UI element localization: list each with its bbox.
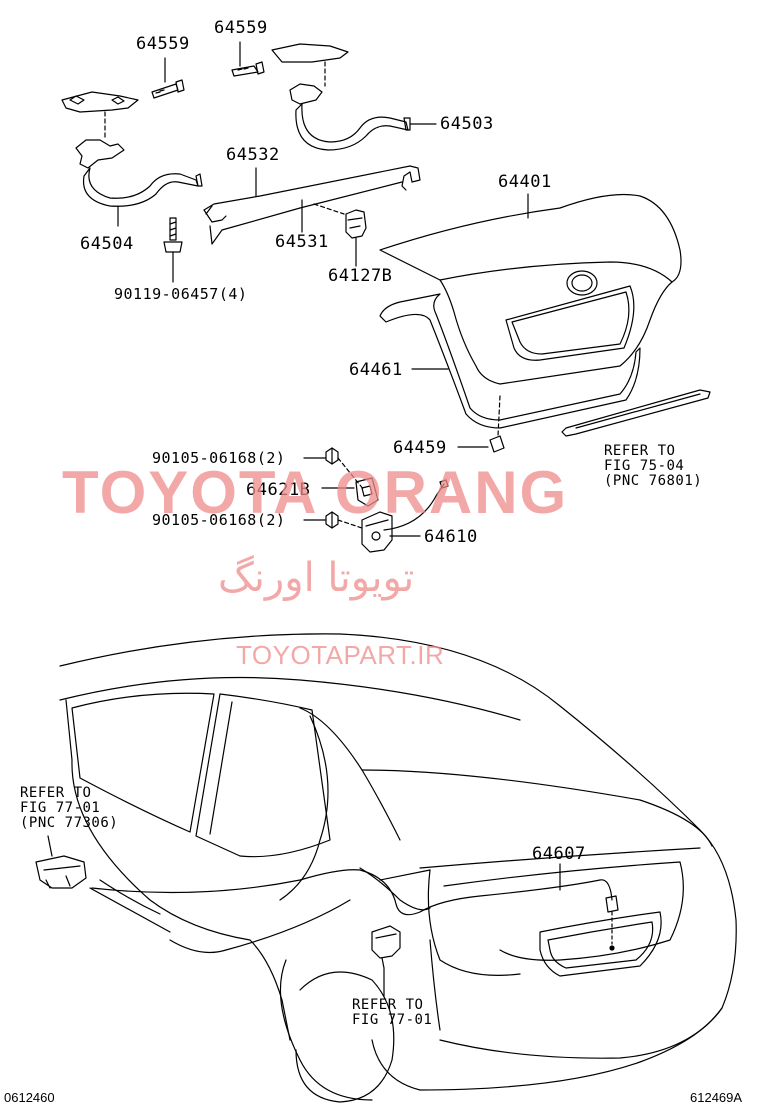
watermark-persian: تویوتا اورنگ — [218, 555, 415, 601]
bolt-64559-right-icon — [231, 61, 265, 77]
trunk-lid-64401-icon — [379, 193, 682, 385]
ref-7701: REFER TO FIG 77-01 — [352, 998, 432, 1028]
bolt-90119-icon — [163, 217, 183, 253]
garnish-76801-icon — [561, 389, 711, 437]
label-64504: 64504 — [80, 234, 134, 254]
dash-90105-top — [337, 457, 365, 491]
ref-76801: REFER TO FIG 75-04 (PNC 76801) — [604, 444, 702, 489]
label-90119: 90119-06457(4) — [114, 285, 248, 303]
code-right: 612469A — [690, 1090, 743, 1105]
screw-90105-top-icon — [325, 447, 339, 465]
cable-64607-icon — [91, 869, 619, 951]
label-64532: 64532 — [226, 145, 280, 165]
screw-90105-bottom-icon — [325, 511, 339, 529]
label-64461: 64461 — [349, 360, 403, 380]
dash-90105-bottom — [337, 519, 363, 529]
dash-64459 — [497, 395, 501, 437]
torsion-bar-64532-icon — [203, 165, 421, 245]
watermark-brand: TOYOTA ORANG — [62, 459, 569, 526]
ref-7701-line1: REFER TO — [352, 997, 424, 1013]
watermark-site: TOYOTAPART.IR — [236, 640, 445, 670]
bolt-64559-left-icon — [151, 79, 185, 99]
label-64531: 64531 — [275, 232, 329, 252]
hinge-64503-icon — [271, 43, 411, 151]
code-left: 0612460 — [4, 1090, 55, 1105]
plate-64621B-icon — [355, 477, 379, 507]
release-lever-77306-icon — [35, 855, 87, 889]
weatherstrip-64461-icon — [379, 293, 641, 429]
leader-77306 — [47, 835, 53, 857]
ref-77306-line2: FIG 77-01 — [20, 800, 101, 816]
ref-76801-line2: FIG 75-04 — [604, 458, 685, 474]
label-64559-left: 64559 — [136, 34, 190, 54]
label-64607: 64607 — [532, 844, 586, 864]
label-64401: 64401 — [498, 172, 552, 192]
ref-77306: REFER TO FIG 77-01 (PNC 77306) — [20, 786, 118, 831]
bumper-64459-icon — [489, 435, 505, 453]
label-90105-bottom: 90105-06168(2) — [152, 511, 286, 529]
fuel-opener-7701-icon — [371, 925, 401, 969]
label-64621B: 64621B — [246, 480, 311, 500]
label-64459: 64459 — [393, 438, 447, 458]
ref-76801-line3: (PNC 76801) — [604, 473, 703, 489]
label-64559-right: 64559 — [214, 18, 268, 38]
hinge-64504-icon — [61, 91, 203, 207]
dash-64127B — [313, 203, 345, 215]
lock-64610-icon — [361, 479, 449, 553]
car-body-icon — [59, 633, 737, 1103]
label-64503: 64503 — [440, 114, 494, 134]
cushion-64127B-icon — [345, 209, 367, 239]
ref-77306-line3: (PNC 77306) — [20, 815, 119, 831]
ref-76801-line1: REFER TO — [604, 443, 676, 459]
label-64610: 64610 — [424, 527, 478, 547]
ref-77306-line1: REFER TO — [20, 785, 92, 801]
ref-7701-line2: FIG 77-01 — [352, 1012, 433, 1028]
label-90105-top: 90105-06168(2) — [152, 449, 286, 467]
label-64127B: 64127B — [328, 266, 393, 286]
